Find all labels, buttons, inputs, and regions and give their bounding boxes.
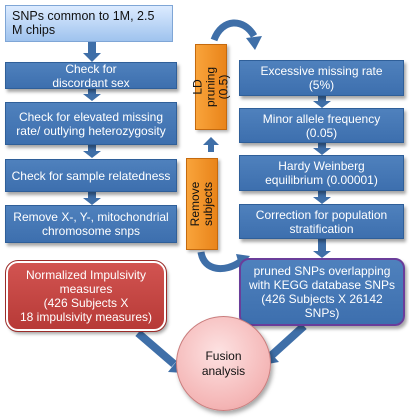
- step-population-stratification: Correction for population stratification: [239, 204, 404, 239]
- ld-pruning-box: LD pruning (0.5): [191, 44, 231, 130]
- step-minor-allele-frequency-label: Minor allele frequency (0.05): [262, 111, 381, 140]
- impulsivity-measures-box: Normalized Impulsivity measures (426 Sub…: [5, 260, 167, 332]
- step-discordant-sex: Check for discordant sex: [5, 61, 177, 90]
- impulsivity-measures-label: Normalized Impulsivity measures (426 Sub…: [19, 268, 153, 324]
- arrow-top-to-step1: [83, 41, 101, 62]
- arrow-step3-to-step4: [83, 191, 101, 205]
- arrow-step2-to-step3: [83, 145, 101, 158]
- step-sample-relatedness: Check for sample relatedness: [5, 159, 177, 192]
- snps-common-box: SNPs common to 1M, 2.5 M chips: [5, 5, 173, 42]
- step-excessive-missing-rate: Excessive missing rate (5%): [239, 60, 404, 96]
- fusion-analysis-node: Fusion analysis: [176, 316, 271, 411]
- pruned-snps-label: pruned SNPs overlapping with KEGG databa…: [248, 264, 396, 320]
- step-minor-allele-frequency: Minor allele frequency (0.05): [239, 108, 404, 143]
- arrow-step1-to-step2: [83, 88, 101, 101]
- arrow-right1-to-right2: [313, 96, 331, 108]
- step-missing-heterozygosity: Check for elevated missing rate/ outlyin…: [5, 102, 177, 145]
- step-missing-heterozygosity-label: Check for elevated missing rate/ outlyin…: [16, 109, 166, 138]
- left-down-arrows: [83, 41, 331, 258]
- snps-common-label: SNPs common to 1M, 2.5 M chips: [12, 9, 155, 37]
- curved-arrow-bottom: [197, 251, 243, 273]
- pruned-snps-box: pruned SNPs overlapping with KEGG databa…: [239, 258, 405, 326]
- arrow-right4-to-pruned: [313, 238, 331, 258]
- ld-pruning-label: LD pruning (0.5): [190, 66, 231, 108]
- step-population-stratification-label: Correction for population stratification: [255, 207, 388, 236]
- step-remove-chromosome-snps: Remove X-, Y-, mitochondrial chromosome …: [5, 205, 177, 243]
- arrow-impulsivity-to-fusion: [135, 329, 177, 368]
- remove-subjects-label: Remove subjects: [188, 181, 215, 227]
- arrow-pruned-to-fusion: [269, 323, 307, 358]
- step-hardy-weinberg: Hardy Weinberg equilibrium (0.00001): [239, 155, 404, 191]
- arrow-up-to-ld-pruning: [203, 137, 219, 152]
- remove-subjects-box: Remove subjects: [186, 158, 218, 250]
- step-remove-chromosome-snps-label: Remove X-, Y-, mitochondrial chromosome …: [13, 210, 169, 238]
- fusion-analysis-label: Fusion analysis: [201, 348, 246, 378]
- step-excessive-missing-rate-label: Excessive missing rate (5%): [260, 64, 383, 92]
- step-discordant-sex-label: Check for discordant sex: [52, 61, 130, 90]
- arrow-right3-to-right4: [313, 191, 331, 204]
- step-sample-relatedness-label: Check for sample relatedness: [11, 168, 171, 183]
- curved-arrow-top-head: [246, 36, 262, 50]
- curved-arrow-top: [210, 19, 258, 42]
- arrow-right2-to-right3: [313, 143, 331, 155]
- step-hardy-weinberg-label: Hardy Weinberg equilibrium (0.00001): [265, 159, 378, 187]
